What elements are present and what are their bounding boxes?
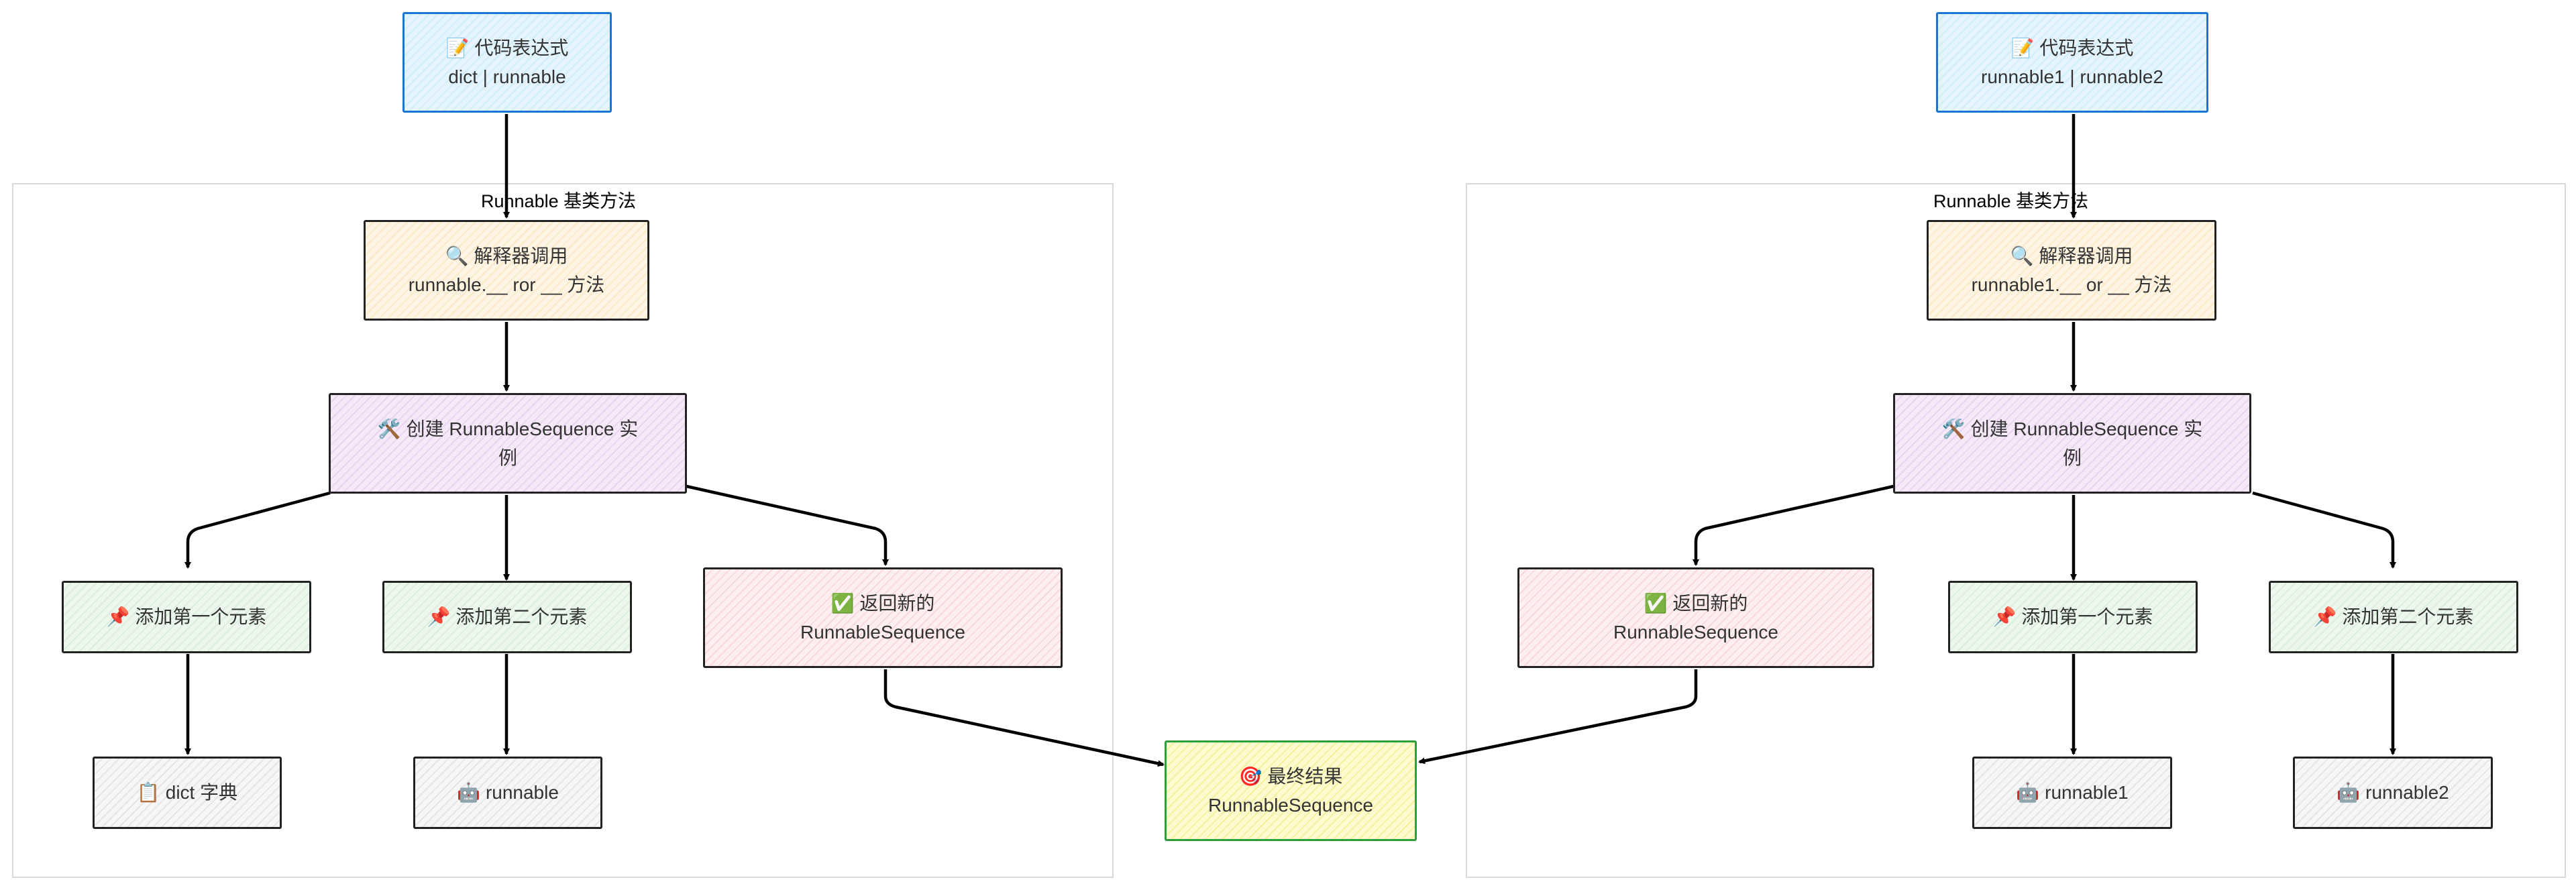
final-result-node: 🎯最终结果 RunnableSequence	[1165, 740, 1417, 841]
node-title: runnable	[485, 782, 559, 803]
right-add-second-node: 📌添加第二个元素	[2269, 581, 2518, 653]
edge-right-create-to-add-second	[2252, 491, 2396, 569]
node-subtitle: 例	[498, 447, 517, 468]
right-interpreter-call-node: 🔍解释器调用 runnable1.__ or __ 方法	[1927, 220, 2216, 321]
edge-left-create-to-return	[686, 484, 889, 566]
node-subtitle: runnable1.__ or __ 方法	[1971, 274, 2172, 295]
pushpin-icon: 📌	[427, 606, 451, 628]
check-icon: ✅	[830, 592, 855, 614]
memo-icon: 📝	[2010, 36, 2035, 59]
memo-icon: 📝	[445, 36, 470, 59]
right-return-new-node: ✅返回新的 RunnableSequence	[1517, 567, 1874, 668]
edge-left-create-to-add-first	[184, 491, 331, 569]
node-subtitle: runnable.__ ror __ 方法	[408, 274, 605, 295]
left-group-container	[12, 183, 1114, 878]
right-runnable1-leaf-node: 🤖runnable1	[1972, 757, 2172, 829]
robot-icon: 🤖	[2016, 781, 2040, 804]
left-add-second-node: 📌添加第二个元素	[382, 581, 632, 653]
node-title: 最终结果	[1267, 765, 1343, 787]
edge-right-return-to-final	[1418, 669, 1698, 765]
right-create-sequence-node: 🛠️创建 RunnableSequence 实 例	[1893, 393, 2251, 494]
pushpin-icon: 📌	[2313, 606, 2337, 628]
node-title: 添加第二个元素	[2342, 606, 2474, 628]
node-subtitle: 例	[2062, 447, 2082, 468]
robot-icon: 🤖	[2337, 781, 2361, 804]
node-title: 添加第二个元素	[455, 606, 588, 628]
tools-icon: 🛠️	[377, 417, 401, 440]
node-title: 返回新的	[1672, 592, 1748, 614]
magnifier-icon: 🔍	[445, 244, 469, 267]
node-title: 添加第一个元素	[135, 606, 267, 628]
target-icon: 🎯	[1238, 765, 1263, 787]
node-title: 解释器调用	[2039, 245, 2133, 266]
node-title: 创建 RunnableSequence 实	[1970, 418, 2203, 439]
node-title: 返回新的	[859, 592, 935, 614]
node-title: runnable2	[2365, 782, 2449, 803]
node-subtitle: runnable1 | runnable2	[1981, 66, 2163, 87]
pushpin-icon: 📌	[106, 606, 130, 628]
node-title: 代码表达式	[474, 37, 569, 58]
right-runnable2-leaf-node: 🤖runnable2	[2293, 757, 2493, 829]
left-code-expression-node: 📝代码表达式 dict | runnable	[402, 12, 612, 113]
left-interpreter-call-node: 🔍解释器调用 runnable.__ ror __ 方法	[364, 220, 649, 321]
left-runnable-leaf-node: 🤖runnable	[413, 757, 602, 829]
robot-icon: 🤖	[457, 781, 480, 804]
tools-icon: 🛠️	[1941, 417, 1966, 440]
check-icon: ✅	[1644, 592, 1668, 614]
magnifier-icon: 🔍	[2010, 244, 2034, 267]
right-add-first-node: 📌添加第一个元素	[1948, 581, 2198, 653]
left-dict-leaf-node: 📋dict 字典	[93, 757, 282, 829]
edge-left-return-to-final	[883, 669, 1165, 767]
pushpin-icon: 📌	[1992, 606, 2017, 628]
right-group-container	[1466, 183, 2566, 878]
left-return-new-node: ✅返回新的 RunnableSequence	[703, 567, 1063, 668]
node-subtitle: RunnableSequence	[1613, 622, 1778, 643]
node-title: dict 字典	[165, 782, 238, 803]
node-subtitle: RunnableSequence	[1208, 795, 1373, 816]
left-create-sequence-node: 🛠️创建 RunnableSequence 实 例	[329, 393, 687, 494]
node-title: 添加第一个元素	[2021, 606, 2153, 628]
left-add-first-node: 📌添加第一个元素	[62, 581, 311, 653]
edge-right-create-to-return	[1693, 484, 1894, 566]
node-subtitle: RunnableSequence	[800, 622, 965, 643]
right-group-label: Runnable 基类方法	[1933, 191, 2089, 211]
right-code-expression-node: 📝代码表达式 runnable1 | runnable2	[1936, 12, 2208, 113]
clipboard-icon: 📋	[136, 781, 160, 804]
node-title: 解释器调用	[474, 245, 568, 266]
node-title: 创建 RunnableSequence 实	[406, 418, 639, 439]
node-title: runnable1	[2045, 782, 2129, 803]
node-subtitle: dict | runnable	[448, 66, 566, 87]
node-title: 代码表达式	[2039, 37, 2134, 58]
